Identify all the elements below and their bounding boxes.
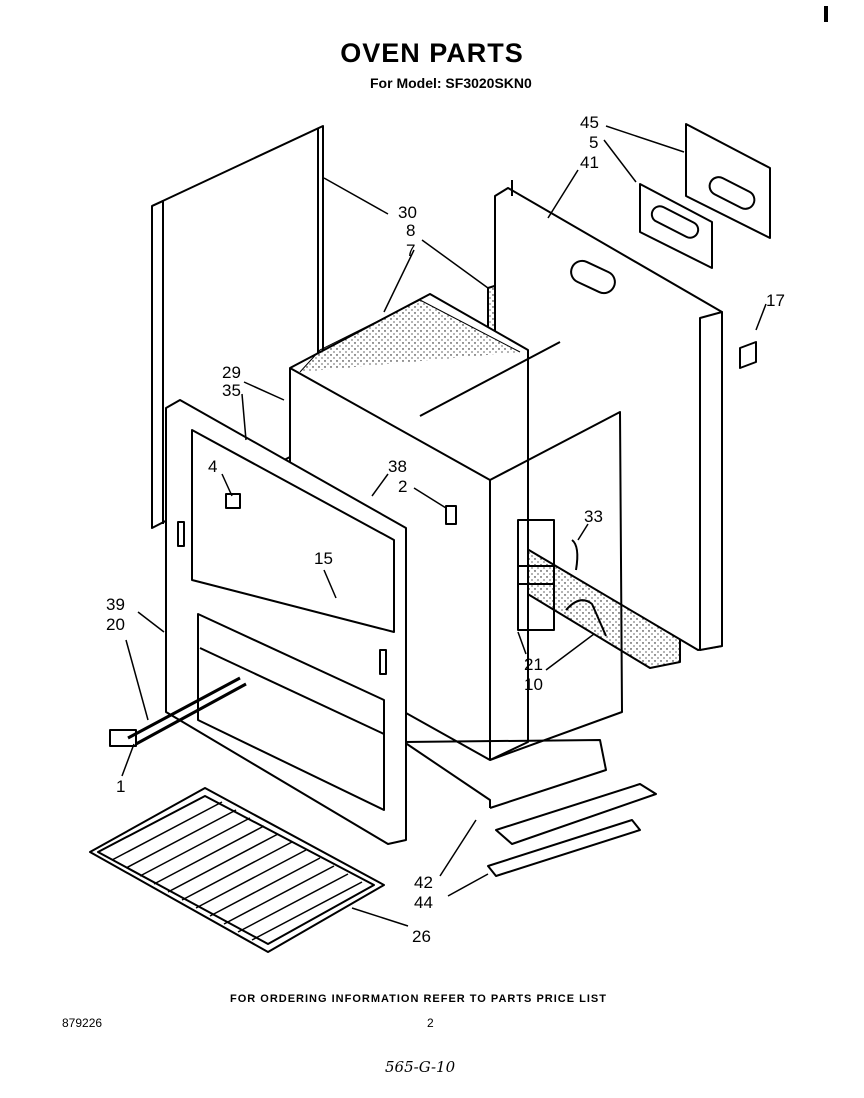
handwritten-note: 565-G-10 [385,1058,456,1076]
callout-45: 45 [580,113,599,132]
part-element [109,676,247,747]
callout-29: 29 [222,363,241,382]
part-vent-cover [685,123,771,239]
callout-26: 26 [412,927,431,946]
callout-7: 7 [406,241,415,260]
callout-17: 17 [766,291,785,310]
callout-35: 35 [222,381,241,400]
part-bracket-17 [739,341,757,369]
callout-21: 21 [524,655,543,674]
callout-39: 39 [106,595,125,614]
model-line: For Model: SF3020SKN0 [370,75,532,91]
callout-1: 1 [116,777,125,796]
part-clip-2 [445,505,457,525]
part-oven-rack [89,787,385,953]
callout-15: 15 [314,549,333,568]
callout-2: 2 [398,477,407,496]
page-title: OVEN PARTS [340,38,524,68]
part-side-panel-right [699,311,723,651]
page-number: 2 [427,1016,434,1030]
part-wire-10 [565,599,607,637]
part-bracket-4 [225,493,241,509]
callout-20: 20 [106,615,125,634]
callout-8: 8 [406,221,415,240]
callout-33: 33 [584,507,603,526]
part-vent-plate [639,183,713,269]
callout-44: 44 [414,893,433,912]
callout-4: 4 [208,457,217,476]
callout-30: 30 [398,203,417,222]
ordering-note: FOR ORDERING INFORMATION REFER TO PARTS … [230,993,607,1005]
callout-labels: 45 5 41 30 8 7 17 29 35 4 38 2 33 15 39 … [106,113,785,946]
callout-42: 42 [414,873,433,892]
part-clip-33 [571,539,579,571]
callout-10: 10 [524,675,543,694]
doc-number: 879226 [62,1016,103,1030]
part-bottom-rail [487,783,657,877]
callout-38: 38 [388,457,407,476]
callout-41: 41 [580,153,599,172]
leader-lines [121,125,767,927]
part-front-frame [165,399,407,845]
callout-5: 5 [589,133,598,152]
